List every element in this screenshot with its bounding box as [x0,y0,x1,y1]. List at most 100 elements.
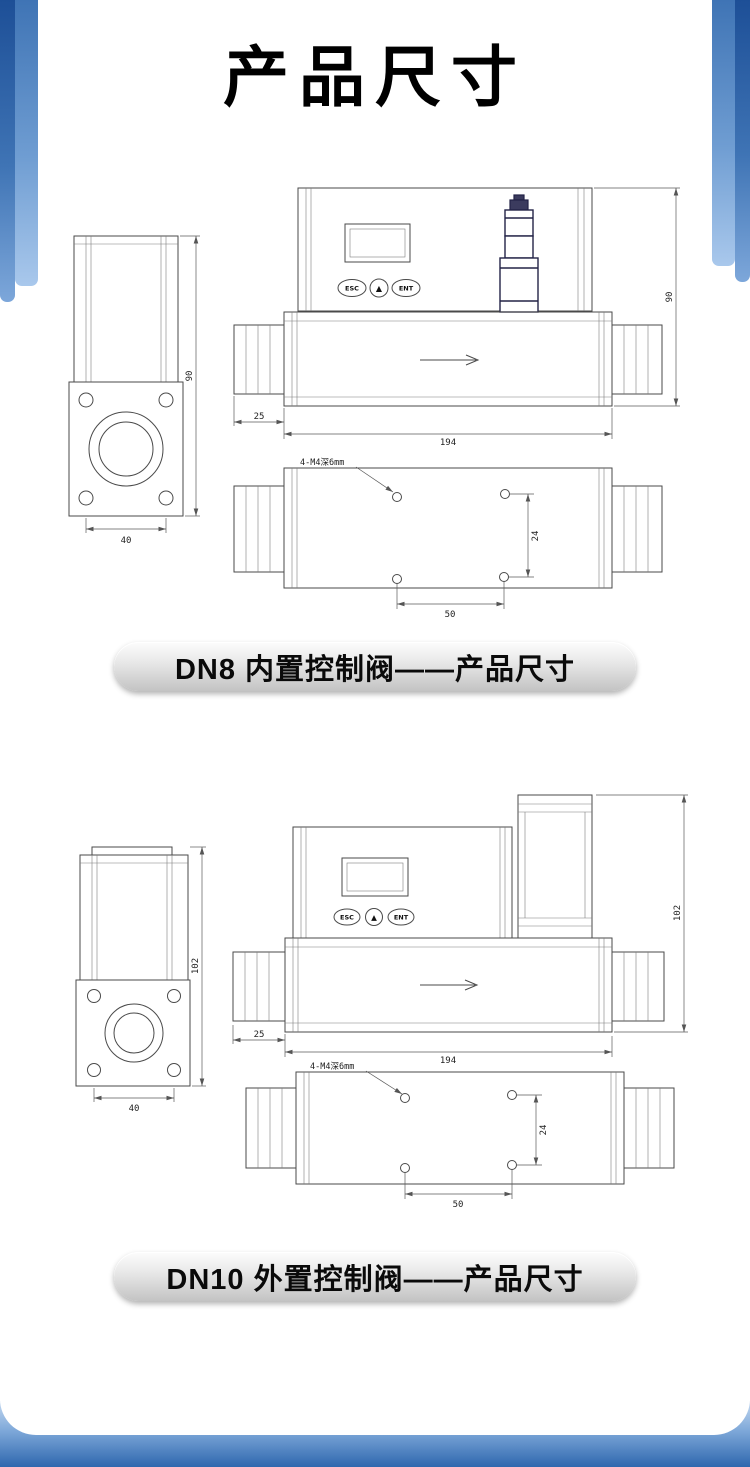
dim-side-height: 102 [190,846,206,1087]
bolt-hole [78,392,94,408]
esc-button: ESC [333,908,361,926]
right-accent-bar-light [712,0,735,266]
outlet-fitting [611,324,663,395]
dim-inlet-offset: 25 [232,1025,286,1057]
flow-body [233,311,663,407]
dim-front-height-value: 90 [665,292,675,303]
controller-unit: ESC ▲ ENT [297,187,593,312]
flow-body [232,937,665,1033]
dim-hole-spacing-v-value: 24 [531,531,541,542]
dim-body-length-value: 194 [440,1056,456,1066]
inlet-fitting-top [233,485,285,573]
mount-hole [400,1163,410,1173]
mount-hole [499,572,509,582]
dn8-side-view-drawing: 90 40 [68,235,200,546]
dim-hole-spacing-v-value: 24 [539,1125,549,1136]
mount-hole [392,574,402,584]
internal-solenoid-valve [499,194,539,313]
dn10-front-view-drawing: ESC ▲ ENT [232,794,688,1066]
right-accent-bar-dark [735,0,750,282]
up-button: ▲ [365,908,383,926]
esc-button-label: ESC [345,285,359,293]
dim-side-width: 40 [85,518,167,546]
port-outer-circle [88,411,164,487]
dim-hole-spacing-h-value: 50 [445,610,456,620]
ent-button: ENT [391,279,421,297]
ent-button: ENT [387,908,415,926]
dim-side-height-value: 90 [185,371,195,382]
flow-body-top [245,1071,675,1185]
bolt-hole [158,392,174,408]
mount-hole [392,492,402,502]
dim-inlet-offset-value: 25 [254,1030,265,1040]
ent-button-label: ENT [399,285,414,293]
flange-face [75,979,191,1087]
controller-unit: ESC ▲ ENT [292,826,513,939]
flow-direction-arrow [420,354,480,366]
mount-hole [507,1160,517,1170]
up-button: ▲ [369,278,389,298]
flange-face [68,381,184,517]
dim-hole-spacing-v: 24 [517,1094,549,1166]
inlet-fitting-top [245,1087,297,1169]
inlet-fitting [233,324,285,395]
dim-hole-spacing-h-value: 50 [453,1200,464,1210]
dn10-bolt-pattern-drawing: 4-M4深6mm 24 50 [245,1062,675,1210]
dim-front-height: 102 [596,794,688,1033]
dim-front-height-value: 102 [673,905,683,921]
dn10-side-view-drawing: 102 40 [75,846,206,1112]
outlet-fitting-top [611,485,663,573]
ent-button-label: ENT [394,914,409,922]
port-inner-circle [98,421,154,477]
external-control-valve [517,794,593,939]
dn8-caption: DN8 内置控制阀——产品尺寸 [114,642,636,691]
dim-hole-spacing-v: 24 [509,493,541,578]
dim-side-width: 40 [93,1088,175,1112]
dim-side-width-value: 40 [121,536,132,546]
port-outer-circle [104,1003,164,1063]
hole-note-text: 4-M4深6mm [300,458,344,468]
inlet-fitting [232,951,286,1022]
bolt-hole [87,1063,101,1077]
dn10-caption: DN10 外置控制阀——产品尺寸 [114,1252,636,1301]
outlet-fitting-top [623,1087,675,1169]
valve-body-side [79,846,189,981]
port-inner-circle [113,1012,155,1054]
dim-body-length-value: 194 [440,438,456,448]
display-screen [341,857,409,897]
mount-hole [400,1093,410,1103]
bolt-hole [87,989,101,1003]
mount-hole [500,489,510,499]
flow-body-top [233,467,663,589]
bolt-hole [167,1063,181,1077]
up-button-glyph: ▲ [376,284,383,293]
dim-front-height: 90 [594,187,680,407]
flow-direction-arrow [420,979,479,991]
bolt-hole [158,490,174,506]
dim-inlet-offset-value: 25 [254,412,265,422]
hole-note-text: 4-M4深6mm [310,1062,354,1072]
left-accent-bar-dark [0,0,15,302]
page-title: 产品尺寸 [223,40,527,114]
up-button-glyph: ▲ [371,913,377,922]
esc-button-label: ESC [340,914,354,922]
valve-body-side [73,235,179,383]
display-screen [344,223,411,263]
left-accent-bar-light [15,0,38,286]
dim-side-height-value: 102 [191,958,201,974]
dim-side-height: 90 [180,235,200,517]
hole-note: 4-M4深6mm [310,1062,403,1095]
dim-hole-spacing-h: 50 [404,1170,513,1210]
outlet-fitting [611,951,665,1022]
bolt-hole [167,989,181,1003]
mount-hole [507,1090,517,1100]
dim-body-length: 194 [284,408,613,448]
dim-body-length: 194 [285,1036,613,1066]
dim-inlet-offset: 25 [233,396,285,439]
bottom-rounded-mask [0,1399,750,1435]
dim-side-width-value: 40 [129,1104,140,1112]
dn8-bolt-pattern-drawing: 4-M4深6mm 24 50 [233,458,663,620]
hole-note: 4-M4深6mm [300,458,394,493]
bolt-hole [78,490,94,506]
